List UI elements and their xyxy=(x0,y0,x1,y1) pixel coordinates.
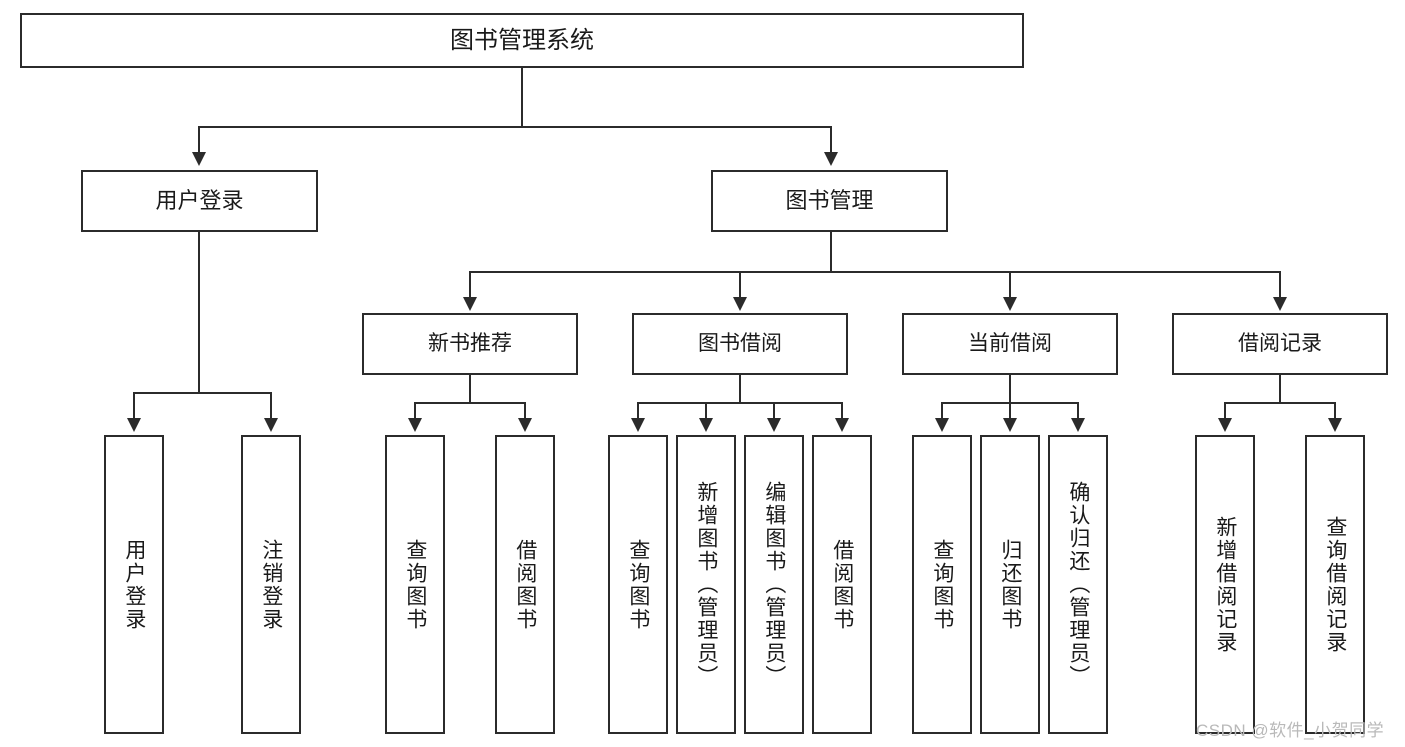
arrow-icon-cb-leaf-3 xyxy=(1071,418,1085,432)
node-current-borrow[interactable]: 当前借阅 xyxy=(902,313,1118,375)
edge-br-to-leaf-2 xyxy=(1334,402,1336,420)
edge-bm-to-current-borrow xyxy=(1009,271,1011,299)
leaf-label: 注销登录 xyxy=(259,538,283,631)
edge-new-book-to-leaf-1 xyxy=(414,402,416,420)
node-label: 借阅记录 xyxy=(1238,332,1322,356)
leaf-label: 用户登录 xyxy=(122,538,146,631)
leaf-book-borrow-add-book-admin[interactable]: 新增图书（管理员） xyxy=(676,435,736,734)
leaf-label: 借阅图书 xyxy=(830,538,854,631)
edge-user-login-to-leaf-2 xyxy=(270,392,272,420)
node-borrow-record[interactable]: 借阅记录 xyxy=(1172,313,1388,375)
edge-root-to-user-login xyxy=(198,126,200,154)
leaf-borrow-record-query-record[interactable]: 查询借阅记录 xyxy=(1305,435,1365,734)
node-label: 用户登录 xyxy=(155,187,244,213)
leaf-label: 编辑图书（管理员） xyxy=(762,481,786,688)
edge-cb-to-leaf-3 xyxy=(1077,402,1079,420)
leaf-label: 查询图书 xyxy=(930,538,954,631)
node-label: 图书管理 xyxy=(785,187,874,213)
arrow-icon-user-login-leaf-2 xyxy=(264,418,278,432)
leaf-label: 新增图书（管理员） xyxy=(694,481,718,688)
leaf-book-borrow-query-book[interactable]: 查询图书 xyxy=(608,435,668,734)
leaf-label: 新增借阅记录 xyxy=(1213,515,1237,654)
leaf-new-book-query-book[interactable]: 查询图书 xyxy=(385,435,445,734)
arrow-icon-cb-leaf-2 xyxy=(1003,418,1017,432)
leaf-new-book-borrow-book[interactable]: 借阅图书 xyxy=(495,435,555,734)
leaf-user-login-logout[interactable]: 注销登录 xyxy=(241,435,301,734)
edge-root-stem xyxy=(521,68,523,126)
leaf-label: 查询图书 xyxy=(403,538,427,631)
node-book-borrow[interactable]: 图书借阅 xyxy=(632,313,848,375)
leaf-label: 确认归还（管理员） xyxy=(1066,481,1090,688)
edge-bb-to-leaf-1 xyxy=(637,402,639,420)
arrow-icon-bm-borrow-record xyxy=(1273,297,1287,311)
leaf-label: 查询借阅记录 xyxy=(1323,515,1347,654)
edge-bb-to-leaf-2 xyxy=(705,402,707,420)
node-label: 图书管理系统 xyxy=(450,26,594,54)
arrow-icon-root-to-user-login xyxy=(192,152,206,166)
edge-root-to-book-management xyxy=(830,126,832,154)
edge-bm-to-new-book xyxy=(469,271,471,299)
node-label: 当前借阅 xyxy=(968,332,1052,356)
edge-bb-to-leaf-4 xyxy=(841,402,843,420)
edge-new-book-stem xyxy=(469,375,471,402)
edge-cb-to-leaf-2 xyxy=(1009,402,1011,420)
edge-borrow-record-bus xyxy=(1224,402,1336,404)
arrow-icon-br-leaf-1 xyxy=(1218,418,1232,432)
edge-book-management-stem xyxy=(830,232,832,271)
arrow-icon-bb-leaf-2 xyxy=(699,418,713,432)
leaf-current-borrow-return-book[interactable]: 归还图书 xyxy=(980,435,1040,734)
edge-bb-to-leaf-3 xyxy=(773,402,775,420)
arrow-icon-bb-leaf-1 xyxy=(631,418,645,432)
node-user-login[interactable]: 用户登录 xyxy=(81,170,318,232)
leaf-label: 查询图书 xyxy=(626,538,650,631)
leaf-current-borrow-query-book[interactable]: 查询图书 xyxy=(912,435,972,734)
node-label: 新书推荐 xyxy=(428,332,512,356)
leaf-borrow-record-add-record[interactable]: 新增借阅记录 xyxy=(1195,435,1255,734)
edge-book-management-bus xyxy=(469,271,1281,273)
edge-user-login-bus xyxy=(133,392,270,394)
arrow-icon-bm-new-book xyxy=(463,297,477,311)
leaf-label: 归还图书 xyxy=(998,538,1022,631)
arrow-icon-new-book-leaf-2 xyxy=(518,418,532,432)
edge-bm-to-borrow-record xyxy=(1279,271,1281,299)
node-root-book-management-system[interactable]: 图书管理系统 xyxy=(20,13,1024,68)
leaf-user-login-login[interactable]: 用户登录 xyxy=(104,435,164,734)
node-new-book-recommend[interactable]: 新书推荐 xyxy=(362,313,578,375)
arrow-icon-br-leaf-2 xyxy=(1328,418,1342,432)
leaf-label: 借阅图书 xyxy=(513,538,537,631)
edge-book-borrow-stem xyxy=(739,375,741,402)
arrow-icon-bb-leaf-4 xyxy=(835,418,849,432)
edge-bm-to-book-borrow xyxy=(739,271,741,299)
leaf-book-borrow-borrow-book[interactable]: 借阅图书 xyxy=(812,435,872,734)
edge-root-bus xyxy=(198,126,832,128)
edge-book-borrow-bus xyxy=(637,402,843,404)
node-book-management[interactable]: 图书管理 xyxy=(711,170,948,232)
leaf-current-borrow-confirm-return-admin[interactable]: 确认归还（管理员） xyxy=(1048,435,1108,734)
edge-br-to-leaf-1 xyxy=(1224,402,1226,420)
arrow-icon-bm-book-borrow xyxy=(733,297,747,311)
arrow-icon-user-login-leaf-1 xyxy=(127,418,141,432)
edge-cb-to-leaf-1 xyxy=(941,402,943,420)
edge-borrow-record-stem xyxy=(1279,375,1281,402)
arrow-icon-cb-leaf-1 xyxy=(935,418,949,432)
watermark-text: CSDN @软件_小贺同学 xyxy=(1196,721,1385,740)
edge-new-book-to-leaf-2 xyxy=(524,402,526,420)
node-label: 图书借阅 xyxy=(698,332,782,356)
edge-user-login-to-leaf-1 xyxy=(133,392,135,420)
arrow-icon-bb-leaf-3 xyxy=(767,418,781,432)
edge-new-book-bus xyxy=(414,402,526,404)
arrow-icon-bm-current-borrow xyxy=(1003,297,1017,311)
arrow-icon-new-book-leaf-1 xyxy=(408,418,422,432)
edge-current-borrow-stem xyxy=(1009,375,1011,402)
edge-user-login-stem xyxy=(198,232,200,392)
arrow-icon-root-to-book-management xyxy=(824,152,838,166)
leaf-book-borrow-edit-book-admin[interactable]: 编辑图书（管理员） xyxy=(744,435,804,734)
